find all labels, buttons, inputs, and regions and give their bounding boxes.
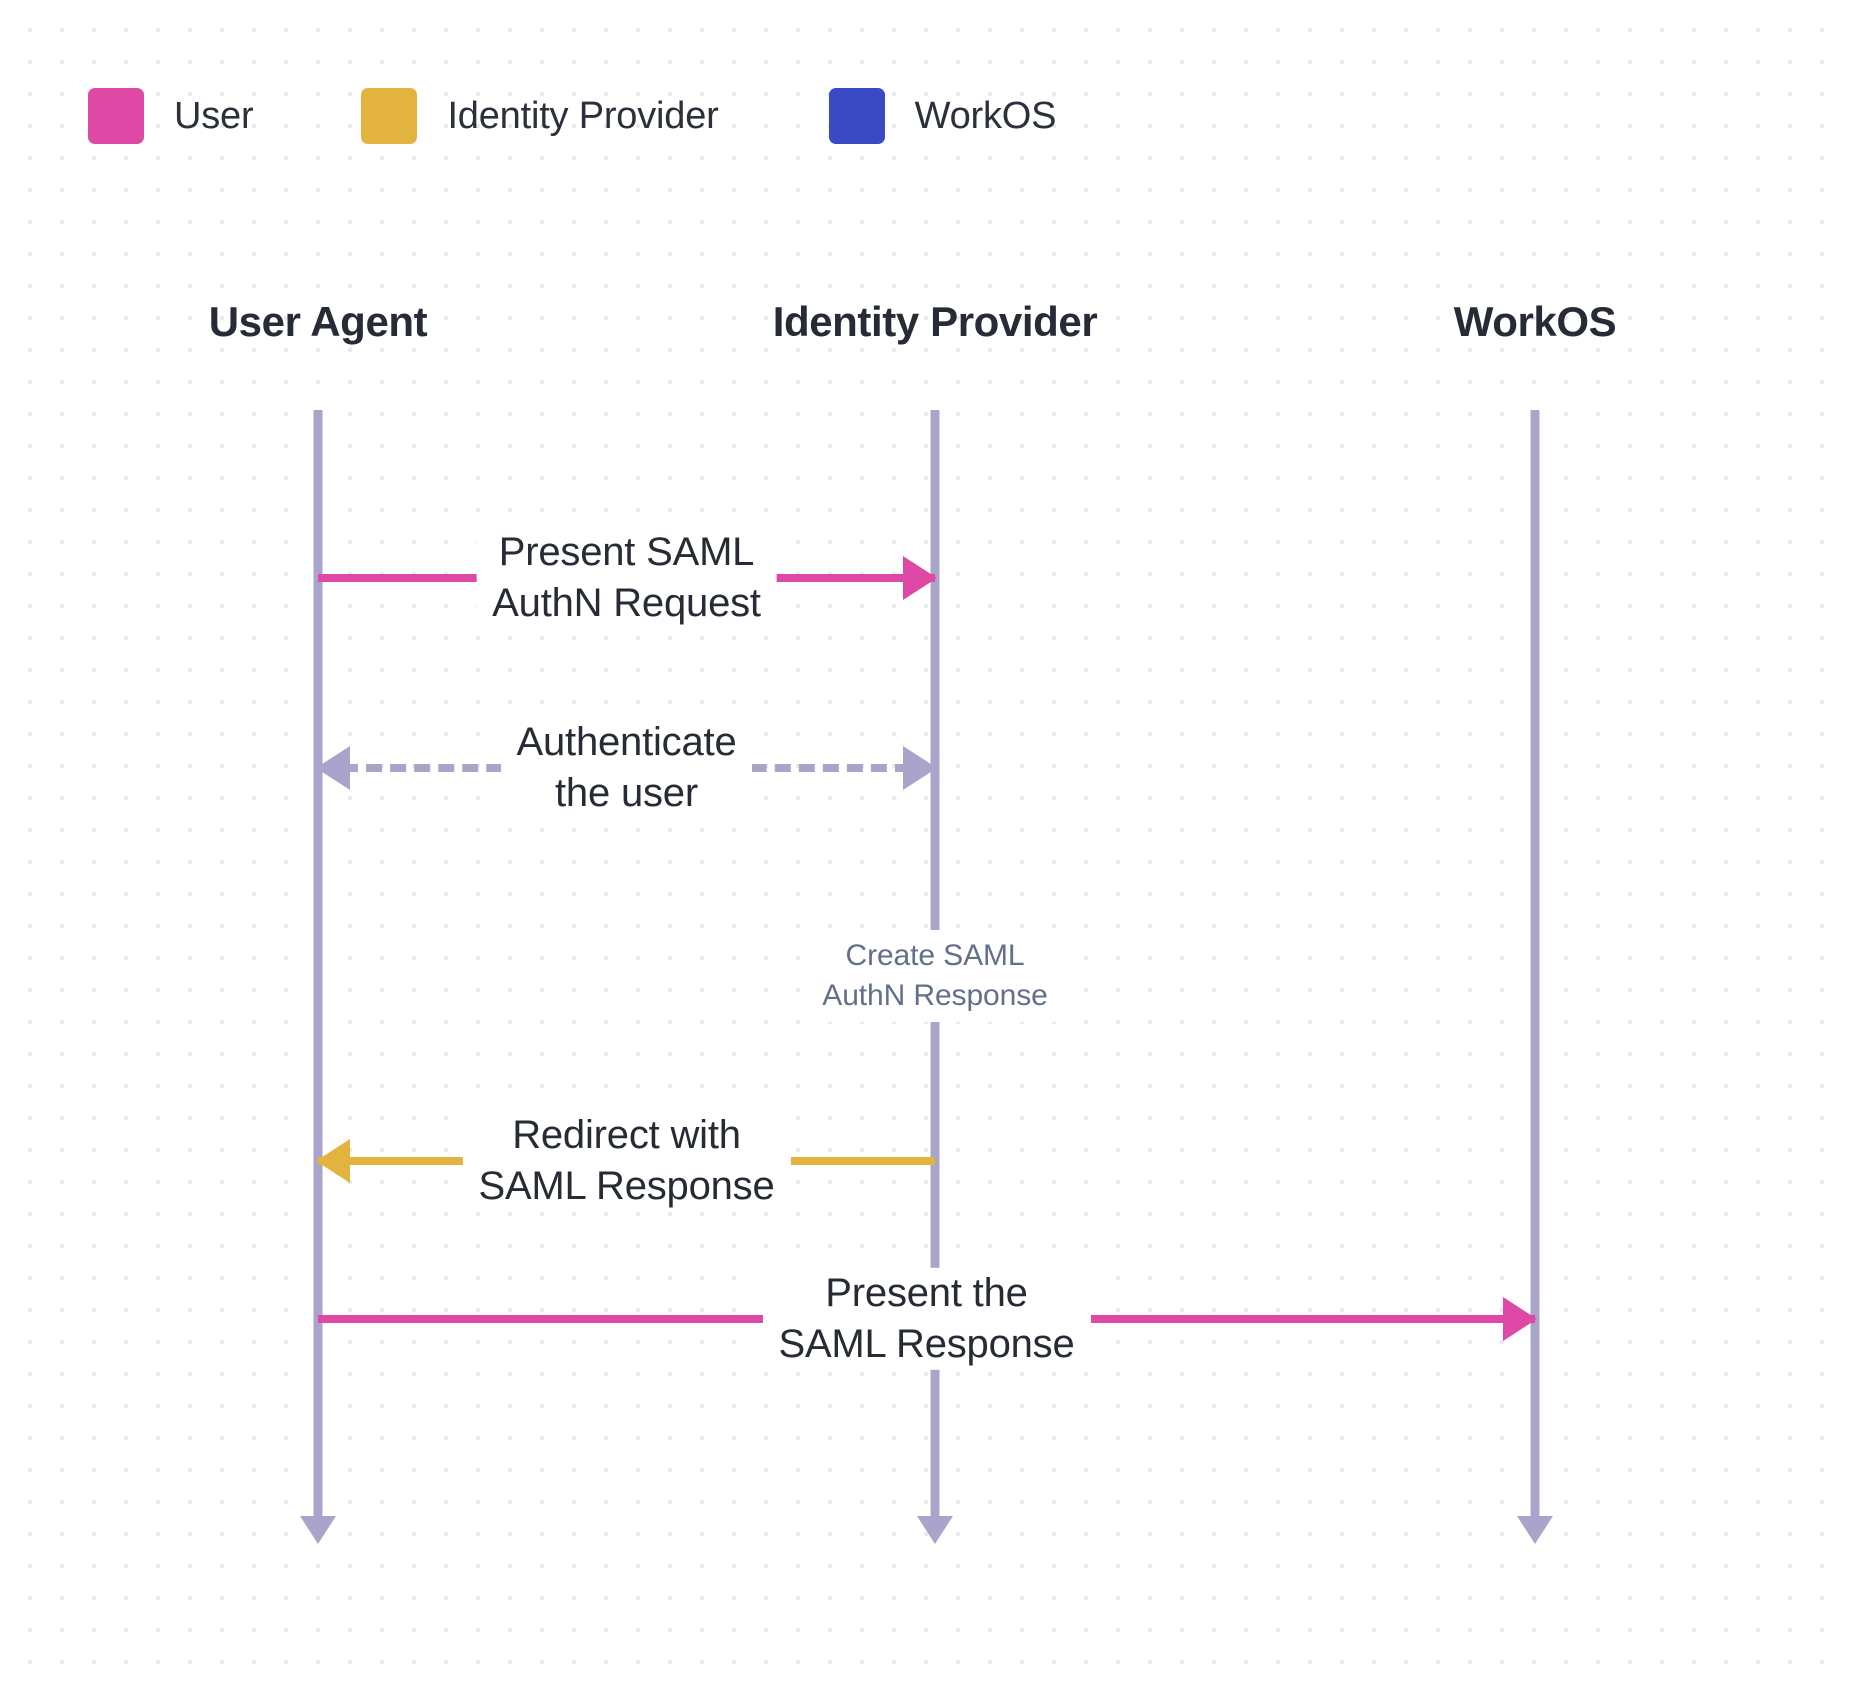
legend-label-identity-provider: Identity Provider [447, 94, 719, 137]
note-line-2: AuthN Response [822, 979, 1048, 1013]
message-label-line-1: Present SAML [498, 529, 755, 574]
legend-swatch-user [88, 88, 144, 144]
legend-item-identity-provider: Identity Provider [361, 88, 719, 144]
message-label-line-2: SAML Response [778, 1322, 1075, 1366]
message-label-line-1: Present the [825, 1270, 1028, 1315]
participant-header-workos: WorkOS [1453, 298, 1617, 345]
message-label: Present the SAML Response [762, 1267, 1091, 1371]
arrowhead-right-icon [903, 746, 937, 790]
lifeline-end-arrow-workos [1517, 1516, 1553, 1544]
legend-item-workos: WorkOS [828, 88, 1057, 144]
arrowhead-right-icon [1503, 1297, 1537, 1341]
arrowhead-left-icon [316, 1139, 350, 1183]
message-label: Present SAML AuthN Request [476, 526, 777, 630]
message-label: Authenticate the user [500, 716, 753, 820]
lifeline-end-arrow-identity-provider [917, 1516, 953, 1544]
message-label-line-1: Authenticate [516, 719, 737, 764]
participant-header-user-agent: User Agent [208, 298, 428, 345]
legend-label-workos: WorkOS [914, 94, 1057, 137]
note-line-1: Create SAML [845, 939, 1025, 972]
message-label-line-2: AuthN Request [492, 581, 761, 625]
legend-label-user: User [174, 94, 254, 137]
legend-swatch-identity-provider [361, 88, 418, 144]
lifeline-workos [1530, 410, 1540, 1516]
legend: User Identity Provider WorkOS [88, 88, 1056, 144]
lifeline-user-agent [313, 410, 323, 1516]
note-create-saml-authn-response: Create SAML AuthN Response [808, 930, 1062, 1023]
legend-swatch-workos [828, 88, 885, 144]
legend-item-user: User [88, 88, 254, 144]
participant-header-identity-provider: Identity Provider [772, 298, 1098, 345]
message-label: Redirect with SAML Response [462, 1109, 791, 1213]
arrowhead-right-icon [903, 556, 937, 600]
message-label-line-1: Redirect with [512, 1112, 741, 1157]
lifeline-end-arrow-user-agent [300, 1516, 336, 1544]
message-label-line-2: SAML Response [478, 1164, 775, 1208]
arrowhead-left-icon [316, 746, 350, 790]
message-label-line-2: the user [555, 771, 698, 815]
